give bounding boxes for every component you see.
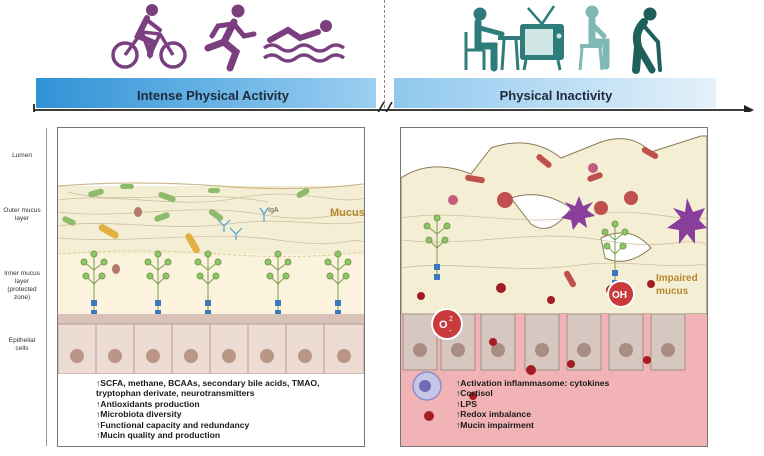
television-icon	[520, 6, 564, 70]
mucus-label: Mucus	[330, 207, 364, 219]
active-icons	[100, 2, 360, 74]
superoxide-label: O	[439, 319, 448, 331]
seated-at-desk-icon	[466, 8, 520, 71]
lumen-label: Lumen	[2, 152, 42, 160]
cycling-icon	[113, 4, 185, 67]
effect-item: ↑Redox imbalance	[456, 409, 696, 419]
intense-activity-title: Intense Physical Activity	[104, 88, 322, 103]
epithelial-cells	[58, 324, 364, 374]
swimming-icon	[264, 20, 344, 61]
running-icon	[208, 5, 254, 69]
inner-mucus-label: Inner mucus layer (protected zone)	[2, 270, 42, 302]
impaired-mucus-label: Impaired mucus	[656, 272, 716, 298]
superoxide-superscript: 2	[449, 316, 453, 323]
effect-item: ↑Antioxidants production	[96, 399, 358, 409]
effect-item: ↑Functional capacity and redundancy	[96, 420, 358, 430]
effect-item: ↑Cortisol	[456, 388, 696, 398]
effect-item: ↑Mucin impairment	[456, 420, 696, 430]
inactivity-title: Physical Inactivity	[466, 88, 646, 103]
inactivity-effects-list: ↑Activation inflammasome: cytokines ↑Cor…	[456, 378, 696, 430]
layer-scale	[46, 128, 47, 446]
outer-mucus-label: Outer mucus layer	[2, 207, 42, 223]
inactive-icons	[452, 2, 712, 74]
effect-item: ↑Mucin quality and production	[96, 430, 358, 440]
effect-item: ↑Activation inflammasome: cytokines	[456, 378, 696, 388]
effect-item: ↑Microbiota diversity	[96, 409, 358, 419]
epithelial-label: Epithelial cells	[2, 337, 42, 353]
elderly-walking-icon	[636, 8, 660, 71]
effect-item: ↑LPS	[456, 399, 696, 409]
hydroxyl-label: OH	[612, 290, 627, 301]
iga-label: IgA	[268, 207, 279, 214]
effect-item: ↑SCFA, methane, BCAAs, secondary bile ac…	[96, 378, 358, 399]
superoxide-charge: -	[449, 326, 452, 335]
sitting-on-stool-icon	[580, 6, 606, 71]
healthy-effects-list: ↑SCFA, methane, BCAAs, secondary bile ac…	[96, 378, 358, 440]
macrophage-cell	[413, 372, 441, 400]
